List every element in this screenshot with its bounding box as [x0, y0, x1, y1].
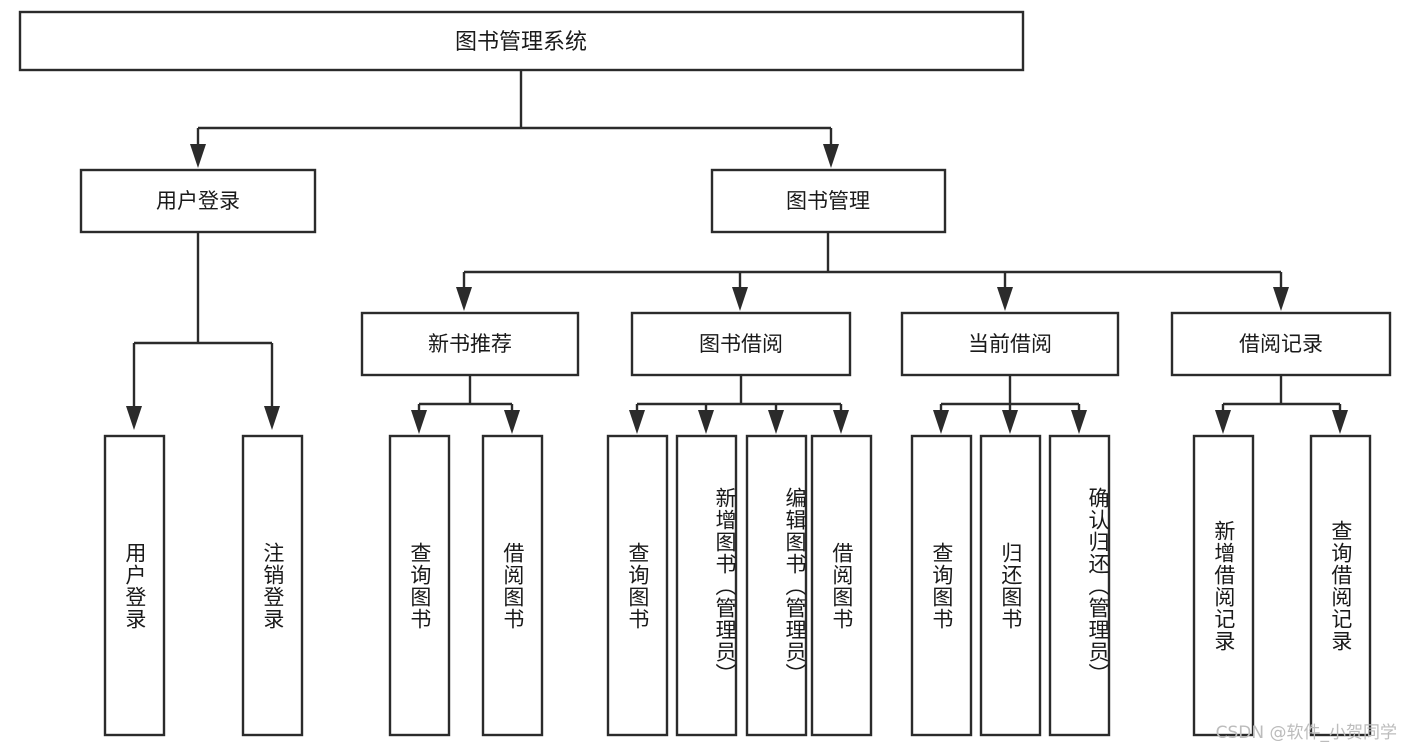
arrow-head-icon: [1332, 410, 1348, 434]
connector-new-book-recommend-to-leaves: [411, 375, 520, 434]
node-book-management-label: 图书管理: [786, 189, 870, 213]
leaf-box-current-borrow-0[interactable]: [910, 434, 973, 737]
leaf-box-new-book-0[interactable]: [388, 434, 451, 737]
connector-current-borrow-to-leaves: [933, 375, 1087, 434]
leaf-box-current-borrow-2[interactable]: [1048, 434, 1111, 737]
arrow-head-icon: [264, 406, 280, 430]
node-current-borrow[interactable]: 当前借阅: [900, 311, 1120, 377]
leaf-box-user-login-1[interactable]: [241, 434, 304, 737]
node-root-box[interactable]: [18, 10, 1025, 72]
node-root-label: 图书管理系统: [455, 30, 587, 55]
node-borrow-record[interactable]: 借阅记录: [1170, 311, 1392, 377]
arrow-head-icon: [411, 410, 427, 434]
node-root[interactable]: 图书管理系统: [18, 10, 1025, 72]
arrow-head-icon: [1215, 410, 1231, 434]
leaf-box-new-book-1[interactable]: [481, 434, 544, 737]
connector-book-management-to-level3: [456, 232, 1289, 311]
node-book-borrow[interactable]: 图书借阅: [630, 311, 852, 377]
leaf-box-book-borrow-1[interactable]: [675, 434, 738, 737]
arrow-head-icon: [1002, 410, 1018, 434]
leaf-box-user-login-0[interactable]: [103, 434, 166, 737]
arrow-head-icon: [823, 144, 839, 168]
connector-user-login-to-leaves: [126, 232, 280, 430]
leaf-box-current-borrow-1[interactable]: [979, 434, 1042, 737]
node-new-book-recommend[interactable]: 新书推荐: [360, 311, 580, 377]
node-current-borrow-box[interactable]: [900, 311, 1120, 377]
node-borrow-record-label: 借阅记录: [1239, 332, 1323, 356]
leaf-box-borrow-record-1[interactable]: [1309, 434, 1372, 737]
arrow-head-icon: [698, 410, 714, 434]
arrow-head-icon: [833, 410, 849, 434]
leaf-box-book-borrow-3[interactable]: [810, 434, 873, 737]
arrow-head-icon: [504, 410, 520, 434]
leaf-box-book-borrow-0[interactable]: [606, 434, 669, 737]
arrow-head-icon: [629, 410, 645, 434]
node-book-borrow-label: 图书借阅: [699, 332, 783, 356]
node-current-borrow-label: 当前借阅: [968, 332, 1052, 356]
arrow-head-icon: [1071, 410, 1087, 434]
connector-root-to-level2: [190, 70, 839, 168]
arrow-head-icon: [126, 406, 142, 430]
leaf-box-book-borrow-2[interactable]: [745, 434, 808, 737]
arrow-head-icon: [732, 287, 748, 311]
connector-book-borrow-to-leaves: [629, 375, 849, 434]
arrow-head-icon: [190, 144, 206, 168]
arrow-head-icon: [1273, 287, 1289, 311]
node-new-book-recommend-box[interactable]: [360, 311, 580, 377]
leaf-box-borrow-record-0[interactable]: [1192, 434, 1255, 737]
node-user-login-box[interactable]: [79, 168, 317, 234]
csdn-watermark: CSDN @软件_小贺同学: [1215, 723, 1397, 743]
node-user-login[interactable]: 用户登录: [79, 168, 317, 234]
node-new-book-recommend-label: 新书推荐: [428, 332, 512, 356]
connector-borrow-record-to-leaves: [1215, 375, 1348, 434]
arrow-head-icon: [933, 410, 949, 434]
node-book-management[interactable]: 图书管理: [710, 168, 947, 234]
arrow-head-icon: [997, 287, 1013, 311]
node-user-login-label: 用户登录: [156, 189, 240, 213]
arrow-head-icon: [456, 287, 472, 311]
arrow-head-icon: [768, 410, 784, 434]
